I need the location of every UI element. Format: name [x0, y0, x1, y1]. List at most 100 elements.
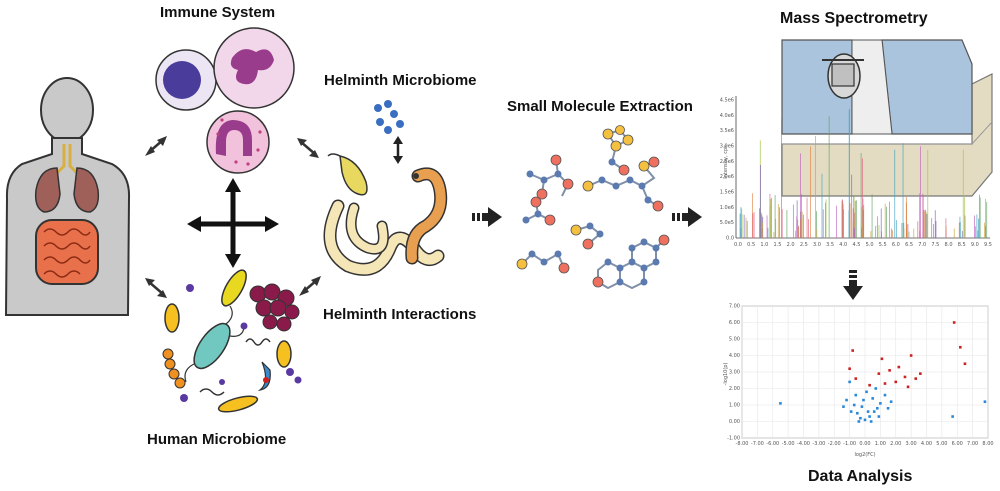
small-cocci-icon: [180, 284, 302, 402]
hookworm-icon: [405, 167, 448, 265]
spectrum-xtick-label: 9.0: [971, 242, 979, 248]
human-body-figure: [4, 77, 131, 316]
spectrum-xtick-label: 8.5: [958, 242, 966, 248]
interaction-arrows: [145, 136, 321, 298]
helminth-microbiome-label: Helminth Microbiome: [324, 72, 477, 89]
spectrum-xtick-label: 3.5: [826, 242, 834, 248]
spectrum-xtick-label: 0.5: [747, 242, 755, 248]
volcano-point: [868, 415, 871, 418]
lungs-icon: [34, 144, 100, 213]
volcano-point: [903, 375, 907, 379]
volcano-point: [854, 393, 858, 397]
flow-arrow-to-analysis: [843, 270, 863, 300]
volcano-point: [860, 405, 864, 408]
spectrum-xtick-label: 6.0: [892, 242, 900, 248]
ion-source-icon: [822, 53, 864, 99]
spectrum-xtick-label: 8.0: [945, 242, 953, 248]
spectrum-ytick-label: 3.0e6: [720, 144, 734, 150]
volcano-ytick-label: 5.00: [729, 337, 740, 343]
volcano-point: [856, 411, 859, 415]
volcano-xtick-label: -3.00: [812, 441, 825, 447]
helminth-group: [323, 100, 448, 276]
volcano-point: [914, 377, 918, 380]
volcano-point: [866, 410, 870, 413]
volcano-point: [848, 380, 851, 384]
volcano-ytick-label: 6.00: [729, 320, 740, 326]
volcano-point: [883, 382, 887, 385]
volcano-point: [886, 407, 890, 410]
spectrum-ytick-label: 5.0e5: [720, 220, 734, 226]
volcano-ytick-label: 0.00: [729, 419, 740, 425]
spirochete-icon: [199, 338, 271, 396]
cocci-cluster-icon: [249, 283, 300, 332]
spectrum-xtick-label: 1.0: [760, 242, 768, 248]
flow-arrow-to-ms: [672, 207, 702, 227]
volcano-point: [863, 418, 867, 422]
volcano-ytick-label: 4.00: [729, 353, 740, 359]
volcano-point: [888, 369, 891, 372]
volcano-point: [877, 372, 881, 375]
immune-system-label: Immune System: [160, 4, 276, 21]
volcano-point: [842, 405, 845, 408]
volcano-point: [879, 402, 882, 405]
spectrum-xtick-label: 4.0: [839, 242, 847, 248]
spectrum-xtick-label: 6.5: [905, 242, 913, 248]
volcano-xtick-label: -8.00: [736, 441, 749, 447]
volcano-xtick-label: 6.00: [952, 441, 963, 447]
volcano-point: [848, 367, 851, 370]
ms-spectrum-chart: Intensity, cps 0.05.0e51.0e61.5e62.0e62.…: [720, 96, 992, 248]
spectrum-xtick-label: 9.5: [984, 242, 992, 248]
spectrum-xtick-label: 2.5: [800, 242, 808, 248]
volcano-point: [871, 397, 874, 400]
intestine-icon: [35, 219, 99, 285]
small-molecule-extraction-label: Small Molecule Extraction: [507, 98, 693, 115]
spectrum-xtick-label: 3.0: [813, 242, 821, 248]
small-molecules-group: [516, 125, 670, 290]
streptococcus-chain-icon: [162, 348, 186, 389]
volcano-point: [845, 398, 848, 402]
tapeworm-icon: [327, 153, 368, 196]
volcano-point: [779, 402, 782, 405]
volcano-point: [857, 420, 861, 423]
volcano-xtick-label: 4.00: [921, 441, 932, 447]
spectrum-ytick-label: 2.0e6: [720, 174, 734, 180]
volcano-point: [859, 416, 862, 420]
cross-arrow-icon: [187, 178, 279, 268]
spectrum-xtick-label: 0.0: [734, 242, 742, 248]
volcano-point: [919, 372, 922, 375]
volcano-x-ticks: -8.00-7.00-6.00-5.00-4.00-3.00-2.00-1.00…: [736, 441, 994, 447]
spectrum-xtick-label: 1.5: [773, 242, 781, 248]
human-microbiome-label: Human Microbiome: [147, 431, 287, 448]
volcano-xtick-label: 1.00: [875, 441, 886, 447]
bacillus-yellow-icon: [164, 269, 292, 413]
volcano-point: [959, 345, 962, 349]
volcano-point: [883, 393, 887, 397]
volcano-point: [849, 410, 853, 413]
volcano-gridlines: [741, 305, 989, 439]
volcano-ytick-label: 2.00: [729, 386, 740, 392]
volcano-xtick-label: 8.00: [982, 441, 993, 447]
volcano-point: [877, 415, 881, 418]
spectrum-xtick-label: 7.0: [918, 242, 926, 248]
eosinophil-icon: [206, 110, 270, 174]
volcano-point: [894, 380, 898, 384]
mass-spectrometer-instrument: [781, 39, 993, 197]
volcano-point: [897, 365, 901, 369]
volcano-ylabel: -log10(p): [723, 363, 729, 386]
volcano-point: [952, 321, 956, 324]
small-double-arrow-icon: [145, 136, 321, 298]
roundworm-icon: [323, 199, 445, 276]
spectrum-xtick-label: 4.5: [852, 242, 860, 248]
volcano-point: [909, 354, 913, 357]
molecule-atoms-blue: [522, 158, 660, 286]
spectrum-ytick-label: 2.5e6: [720, 159, 734, 165]
spectrum-ytick-label: 4.5e6: [720, 98, 734, 104]
volcano-ytick-label: -1.00: [727, 436, 740, 442]
molecule-atoms-red: [530, 154, 670, 288]
volcano-ytick-label: 7.00: [729, 304, 740, 310]
volcano-point: [868, 383, 871, 387]
volcano-xtick-label: -2.00: [828, 441, 841, 447]
volcano-point: [852, 403, 856, 407]
volcano-ytick-label: 3.00: [729, 370, 740, 376]
